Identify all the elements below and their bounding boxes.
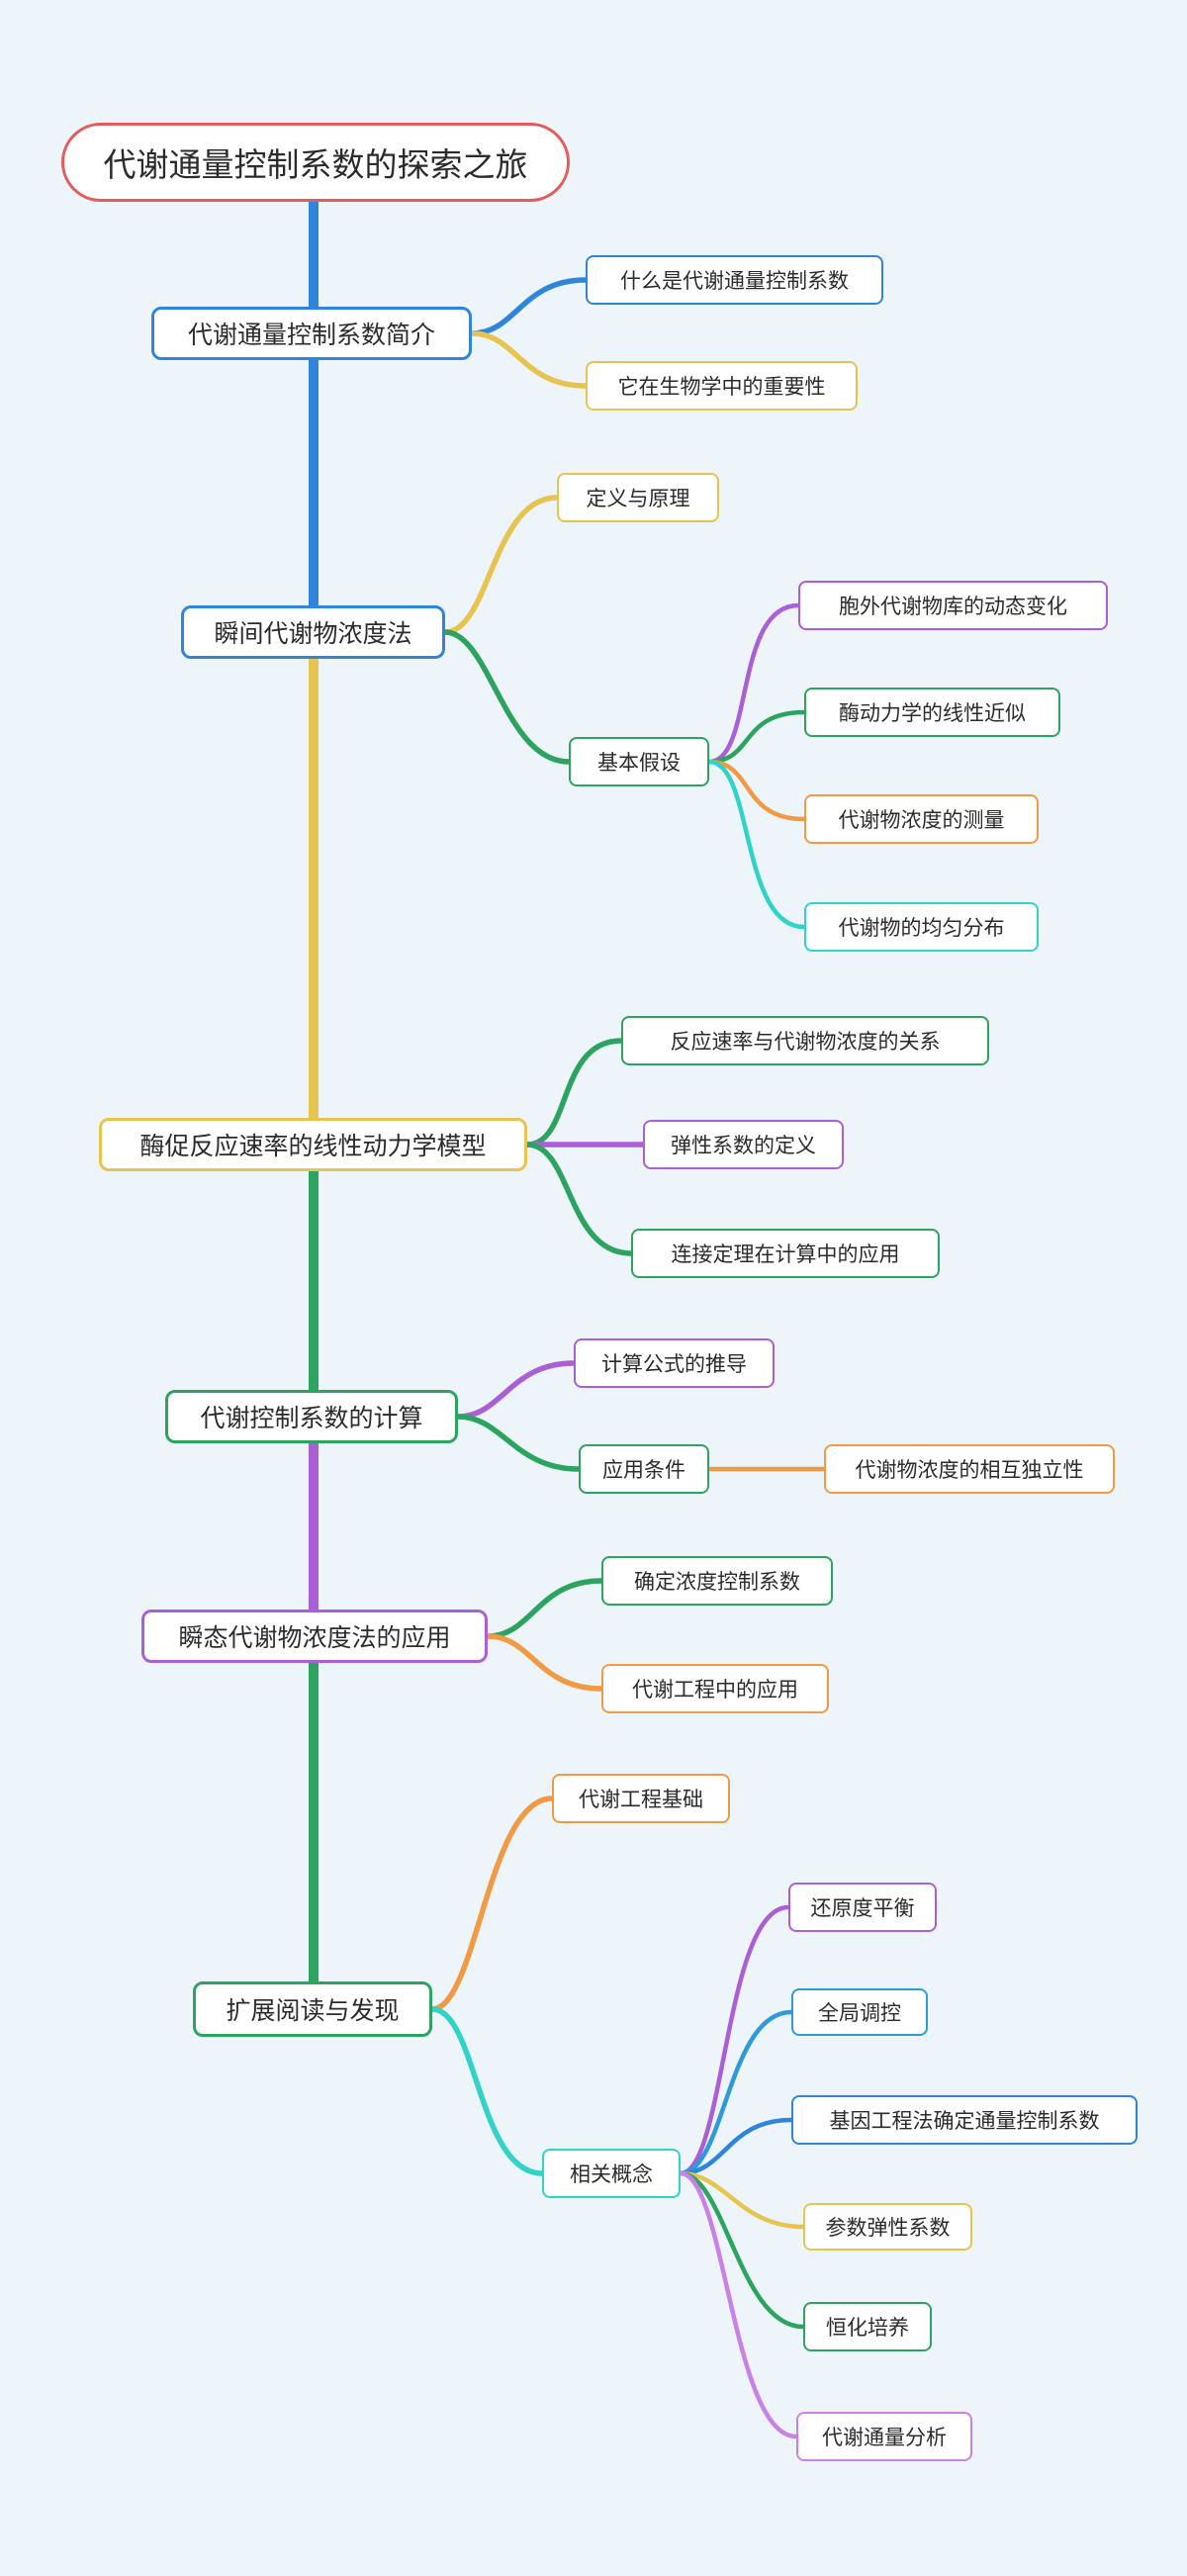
child-metabolite-concentration-measurement[interactable]: 代谢物浓度的测量	[804, 794, 1039, 844]
child-elasticity-definition[interactable]: 弹性系数的定义	[643, 1120, 844, 1169]
edge-what-is-mfcc	[469, 277, 589, 336]
edge-linear-approx-enzyme-kinetics	[706, 709, 807, 765]
root-node[interactable]: 代谢通量控制系数的探索之旅	[61, 123, 570, 202]
child-label: 代谢工程中的应用	[632, 1679, 798, 1702]
child-related-concepts[interactable]: 相关概念	[542, 2149, 681, 2198]
topic-extended-reading[interactable]: 扩展阅读与发现	[193, 1981, 432, 2037]
child-application-conditions[interactable]: 应用条件	[579, 1444, 709, 1494]
child-label: 代谢物浓度的测量	[838, 809, 1005, 832]
topic-label: 瞬间代谢物浓度法	[214, 620, 412, 648]
child-label: 应用条件	[602, 1459, 685, 1482]
topic-instantaneous-metabolite-method[interactable]: 瞬间代谢物浓度法	[181, 605, 445, 659]
child-label: 代谢物的均匀分布	[838, 917, 1005, 940]
edge-determine-concentration-cc	[485, 1578, 604, 1639]
child-metabolic-engineering-basics[interactable]: 代谢工程基础	[552, 1774, 730, 1823]
edge-definition-principle	[442, 495, 560, 635]
edge-rate-vs-concentration	[524, 1038, 624, 1148]
edge-parameter-elasticity	[678, 2170, 806, 2230]
child-basic-assumptions[interactable]: 基本假设	[569, 737, 709, 786]
child-reducing-degree-balance[interactable]: 还原度平衡	[788, 1883, 937, 1932]
child-parameter-elasticity[interactable]: 参数弹性系数	[803, 2203, 972, 2251]
child-label: 还原度平衡	[810, 1897, 915, 1920]
edge-formula-derivation	[455, 1360, 577, 1420]
child-label: 参数弹性系数	[825, 2217, 951, 2240]
edge-reducing-degree-balance	[678, 1904, 791, 2176]
child-label: 代谢通量分析	[822, 2427, 947, 2449]
edge-application-conditions	[455, 1414, 582, 1472]
topic-label: 代谢通量控制系数简介	[187, 322, 435, 349]
child-label: 反应速率与代谢物浓度的关系	[670, 1031, 941, 1054]
edge-application-in-metabolic-engineering	[485, 1633, 604, 1692]
child-label: 什么是代谢通量控制系数	[620, 270, 849, 293]
child-label: 它在生物学中的重要性	[617, 376, 826, 399]
child-label: 相关概念	[570, 2163, 653, 2186]
edge-basic-assumptions	[442, 629, 572, 765]
child-label: 酶动力学的线性近似	[839, 702, 1026, 725]
topic-linear-kinetic-model[interactable]: 酶促反应速率的线性动力学模型	[99, 1118, 527, 1171]
child-label: 全局调控	[818, 2002, 901, 2025]
child-label: 确定浓度控制系数	[634, 1571, 800, 1594]
child-global-regulation[interactable]: 全局调控	[791, 1988, 928, 2036]
child-label: 胞外代谢物库的动态变化	[839, 596, 1067, 618]
child-uniform-distribution[interactable]: 代谢物的均匀分布	[804, 902, 1039, 952]
child-connectivity-theorem[interactable]: 连接定理在计算中的应用	[631, 1229, 940, 1278]
edge-metabolic-flux-analysis	[678, 2170, 799, 2439]
child-mutual-independence[interactable]: 代谢物浓度的相互独立性	[824, 1444, 1115, 1494]
topic-label: 扩展阅读与发现	[226, 1997, 400, 2025]
child-label: 计算公式的推导	[601, 1353, 747, 1376]
edge-chemostat-culture	[678, 2170, 806, 2330]
child-genetic-engineering-method[interactable]: 基因工程法确定通量控制系数	[791, 2095, 1138, 2145]
child-importance-in-biology[interactable]: 它在生物学中的重要性	[586, 361, 858, 411]
edge-metabolic-engineering-basics	[429, 1795, 555, 2012]
child-label: 弹性系数的定义	[671, 1135, 816, 1157]
child-label: 代谢工程基础	[579, 1789, 703, 1811]
child-what-is-mfcc[interactable]: 什么是代谢通量控制系数	[586, 255, 883, 305]
child-metabolic-flux-analysis[interactable]: 代谢通量分析	[796, 2412, 972, 2461]
topic-label: 瞬态代谢物浓度法的应用	[178, 1624, 451, 1652]
child-label: 恒化培养	[826, 2317, 909, 2340]
child-application-in-metabolic-engineering[interactable]: 代谢工程中的应用	[601, 1664, 829, 1713]
child-label: 基因工程法确定通量控制系数	[829, 2110, 1100, 2133]
child-chemostat-culture[interactable]: 恒化培养	[803, 2302, 932, 2351]
edge-global-regulation	[678, 2009, 794, 2176]
child-label: 定义与原理	[586, 488, 690, 510]
child-label: 基本假设	[597, 752, 681, 775]
edge-genetic-engineering-method	[678, 2117, 794, 2176]
topic-transient-method-application[interactable]: 瞬态代谢物浓度法的应用	[141, 1610, 488, 1663]
edge-connectivity-theorem	[524, 1142, 634, 1256]
edge-extracellular-pool-dynamics	[706, 602, 801, 765]
edge-uniform-distribution	[706, 759, 807, 930]
child-extracellular-pool-dynamics[interactable]: 胞外代谢物库的动态变化	[798, 581, 1108, 630]
edge-metabolite-concentration-measurement	[706, 759, 807, 822]
topic-flux-control-coefficient-intro[interactable]: 代谢通量控制系数简介	[151, 307, 472, 360]
root-label: 代谢通量控制系数的探索之旅	[103, 146, 528, 183]
child-label: 代谢物浓度的相互独立性	[855, 1459, 1084, 1482]
child-determine-concentration-cc[interactable]: 确定浓度控制系数	[601, 1556, 833, 1606]
edge-related-concepts	[429, 2006, 545, 2176]
child-formula-derivation[interactable]: 计算公式的推导	[574, 1338, 775, 1388]
child-definition-principle[interactable]: 定义与原理	[557, 473, 719, 522]
child-rate-vs-concentration[interactable]: 反应速率与代谢物浓度的关系	[621, 1016, 989, 1065]
edge-importance-in-biology	[469, 330, 589, 389]
child-linear-approx-enzyme-kinetics[interactable]: 酶动力学的线性近似	[804, 688, 1060, 737]
topic-label: 代谢控制系数的计算	[200, 1405, 423, 1432]
topic-control-coefficient-calculation[interactable]: 代谢控制系数的计算	[165, 1390, 458, 1443]
topic-label: 酶促反应速率的线性动力学模型	[139, 1133, 487, 1160]
child-label: 连接定理在计算中的应用	[671, 1243, 900, 1266]
